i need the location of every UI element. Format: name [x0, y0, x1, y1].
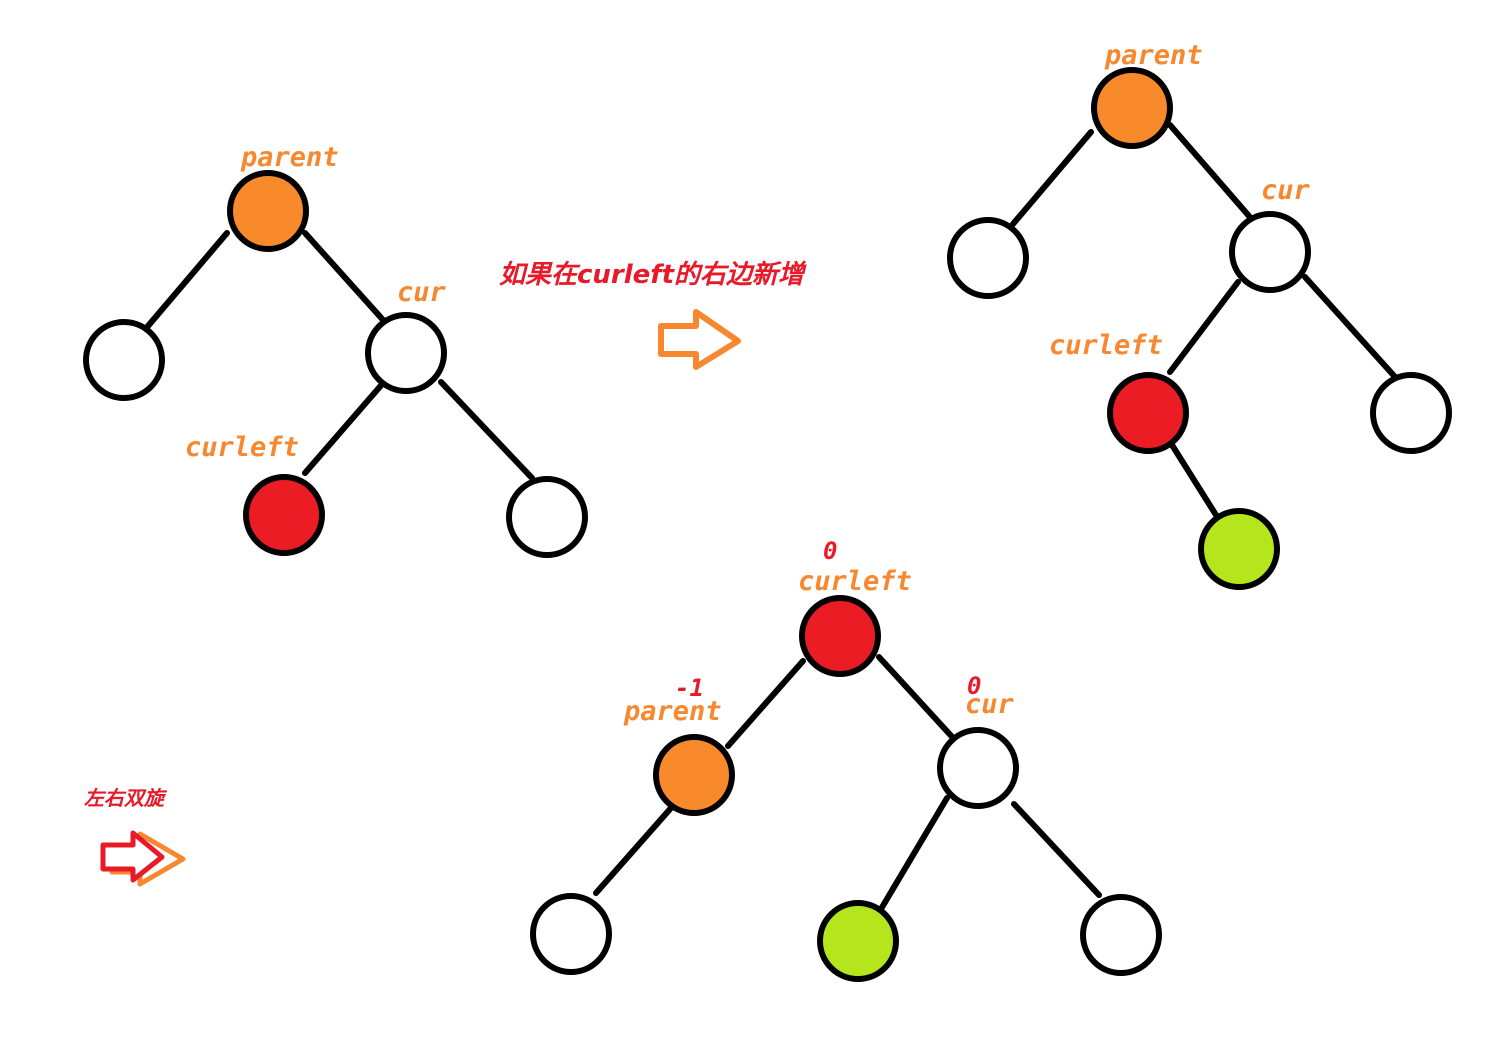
cur-label: cur — [965, 689, 1015, 720]
cur-node — [937, 727, 1019, 809]
edge — [438, 379, 535, 481]
cur-balance-factor: 0 — [967, 672, 981, 700]
cur-node — [365, 312, 447, 394]
edge — [876, 654, 958, 743]
new-node — [1198, 508, 1280, 590]
parent-node — [1091, 67, 1173, 149]
tree-after-rotation: 0 curleft -1 parent 0 cur — [530, 537, 1162, 982]
edge — [1010, 129, 1094, 227]
edge — [593, 805, 674, 896]
curleft-label: curleft — [798, 566, 912, 597]
cur-node — [1229, 211, 1311, 293]
edge — [1011, 801, 1102, 898]
curleft-node — [243, 474, 325, 556]
edge — [1167, 122, 1252, 219]
edge — [878, 795, 950, 912]
edge — [725, 658, 806, 749]
curleft-node — [1107, 372, 1189, 454]
parent-node — [653, 734, 735, 816]
parent-label: parent — [623, 696, 722, 727]
edge — [1169, 442, 1219, 518]
curleft-label: curleft — [185, 432, 299, 463]
tree-node — [1370, 372, 1452, 454]
insert-caption: 如果在curleft的右边新增 — [499, 260, 807, 290]
curleft-node — [799, 595, 881, 677]
double-right-arrow-icon — [100, 830, 186, 887]
new-node — [817, 900, 899, 982]
right-arrow-icon — [658, 309, 741, 370]
edge — [302, 379, 387, 476]
tree-after-insert: parent cur curleft — [947, 40, 1452, 590]
parent-balance-factor: -1 — [675, 674, 704, 702]
edge — [145, 230, 230, 329]
curleft-balance-factor: 0 — [823, 537, 837, 565]
cur-label: cur — [1261, 175, 1311, 206]
parent-node — [227, 170, 309, 252]
tree-node — [530, 893, 612, 975]
edge — [1167, 279, 1241, 375]
tree-node — [947, 217, 1029, 299]
rotation-caption: 左右双旋 — [84, 786, 168, 810]
tree-node — [83, 319, 165, 401]
tree-node — [506, 476, 588, 558]
curleft-label: curleft — [1049, 330, 1163, 361]
parent-label: parent — [240, 142, 339, 173]
edge — [302, 230, 387, 324]
tree-before: parent cur curleft — [83, 142, 588, 558]
tree-node — [1080, 894, 1162, 976]
cur-label: cur — [397, 277, 447, 308]
parent-label: parent — [1104, 40, 1203, 71]
edge — [1302, 274, 1399, 381]
